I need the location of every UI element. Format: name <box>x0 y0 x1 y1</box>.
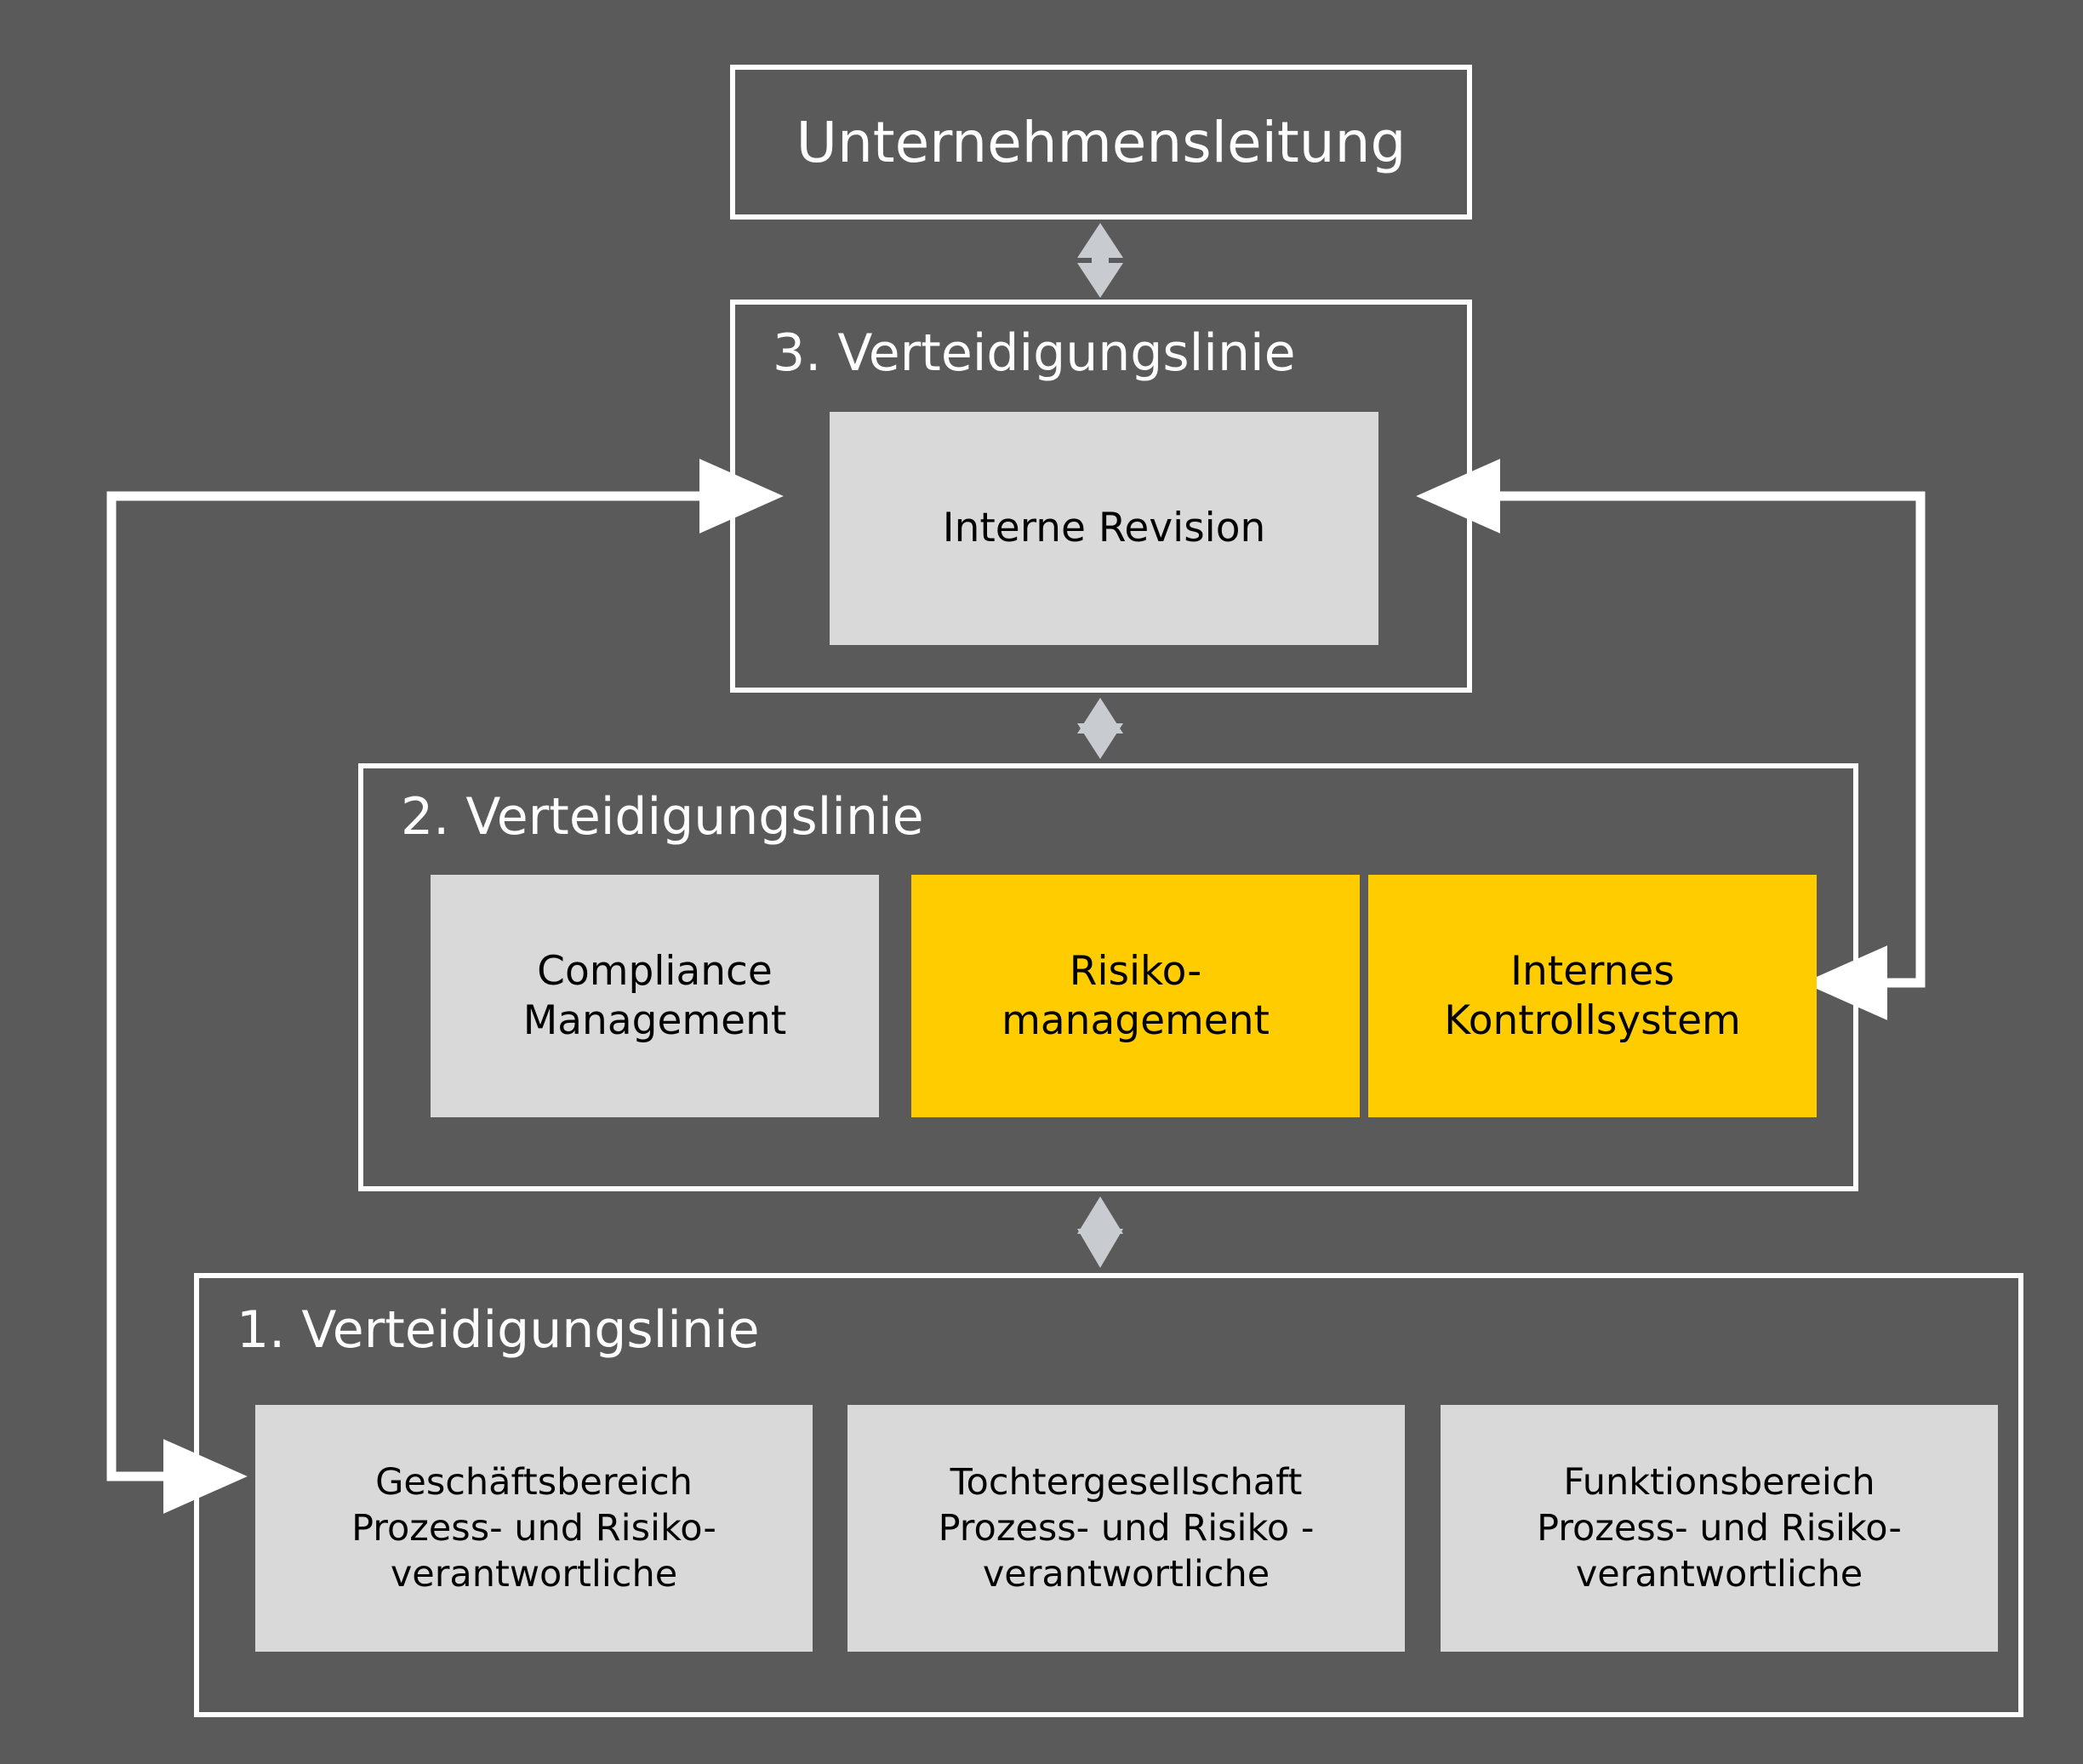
text-line-2: management <box>1002 996 1270 1044</box>
text-line-1: Internes <box>1510 948 1675 996</box>
text-line-3: verantwortliche <box>1575 1553 1863 1596</box>
text-line-3: verantwortliche <box>982 1553 1270 1596</box>
card-funktionsbereich-label: Funktionsbereich Prozess- und Risiko- ve… <box>1537 1459 1902 1598</box>
text-line-2: Management <box>522 996 787 1044</box>
text-line-1: Tochtergesellschaft <box>950 1460 1303 1504</box>
card-internes-kontrollsystem-label: Internes Kontrollsystem <box>1444 947 1741 1045</box>
line-3-title: 3. Verteidigungslinie <box>773 323 1296 383</box>
card-risikomanagement[interactable]: Risiko- management <box>911 875 1360 1117</box>
text-line-1: Geschäftsbereich <box>375 1460 693 1504</box>
box-line-1[interactable]: 1. Verteidigungslinie <box>194 1273 2023 1717</box>
text-line-1: Funktionsbereich <box>1563 1460 1875 1504</box>
card-geschaeftsbereich-label: Geschäftsbereich Prozess- und Risiko- ve… <box>351 1459 716 1598</box>
card-geschaeftsbereich[interactable]: Geschäftsbereich Prozess- und Risiko- ve… <box>255 1405 813 1652</box>
unternehmensleitung-label: Unternehmensleitung <box>796 109 1407 175</box>
card-tochtergesellschaft[interactable]: Tochtergesellschaft Prozess- und Risiko … <box>847 1405 1405 1652</box>
text-line-2: Prozess- und Risiko- <box>1537 1506 1902 1550</box>
connector-right-down-to-line2 <box>1803 496 1926 1020</box>
double-arrow-line3-line2 <box>1077 698 1123 759</box>
connector-left-down-to-line1 <box>106 496 248 1514</box>
card-compliance-management[interactable]: Compliance Management <box>431 875 879 1117</box>
card-internes-kontrollsystem[interactable]: Internes Kontrollsystem <box>1368 875 1817 1117</box>
card-compliance-management-label: Compliance Management <box>523 947 787 1045</box>
card-interne-revision[interactable]: Interne Revision <box>830 412 1378 645</box>
card-risikomanagement-label: Risiko- management <box>1002 947 1270 1045</box>
box-unternehmensleitung[interactable]: Unternehmensleitung <box>730 65 1472 220</box>
text-line-2: Prozess- und Risiko- <box>351 1506 716 1550</box>
card-interne-revision-label: Interne Revision <box>942 505 1266 552</box>
card-funktionsbereich[interactable]: Funktionsbereich Prozess- und Risiko- ve… <box>1441 1405 1998 1652</box>
double-arrow-unternehmensleitung-line3 <box>1077 223 1123 298</box>
double-arrow-line2-line1 <box>1077 1196 1123 1268</box>
text-line-1: Risiko- <box>1069 948 1202 996</box>
text-line-2: Prozess- und Risiko - <box>938 1506 1315 1550</box>
card-tochtergesellschaft-label: Tochtergesellschaft Prozess- und Risiko … <box>939 1459 1315 1598</box>
text-line-1: Compliance <box>537 948 773 996</box>
line-2-title: 2. Verteidigungslinie <box>401 787 924 847</box>
text-line-3: verantwortliche <box>390 1553 678 1596</box>
line-1-title: 1. Verteidigungslinie <box>237 1300 760 1360</box>
box-line-3[interactable]: 3. Verteidigungslinie <box>730 300 1472 693</box>
text-line-2: Kontrollsystem <box>1444 996 1741 1044</box>
box-line-2[interactable]: 2. Verteidigungslinie <box>358 763 1858 1191</box>
